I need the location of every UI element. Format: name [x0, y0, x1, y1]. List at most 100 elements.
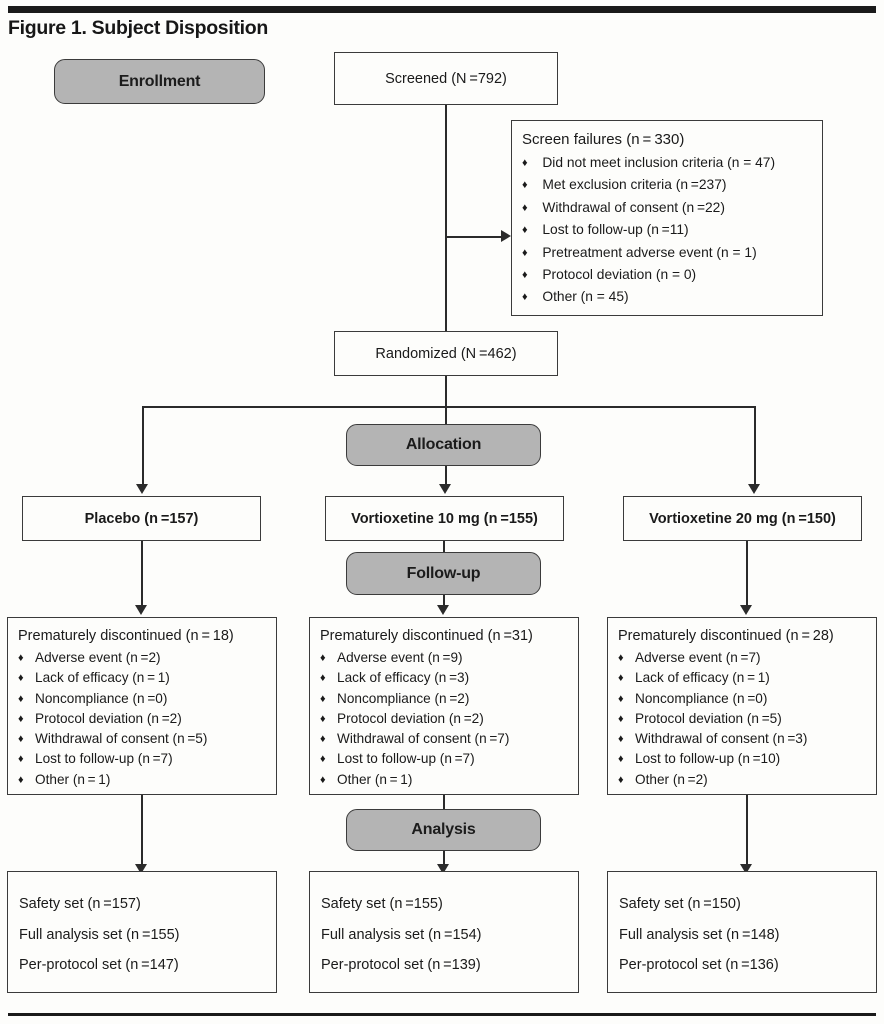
- list-item: ♦Protocol deviation (n = 0): [522, 264, 814, 286]
- stage-pill-allocation: Allocation: [346, 424, 541, 466]
- diamond-bullet-icon: ♦: [320, 753, 326, 766]
- connector-split-left-leg: [142, 406, 144, 486]
- list-item: ♦Pretreatment adverse event (n = 1): [522, 242, 814, 264]
- diamond-bullet-icon: ♦: [320, 712, 326, 725]
- diamond-bullet-icon: ♦: [320, 652, 326, 664]
- list-item: ♦Other (n = 1): [18, 770, 268, 790]
- safety-set-label: Safety set (n =150): [619, 896, 741, 912]
- list-item-label: Noncompliance (n =0): [35, 690, 168, 706]
- list-item-label: Other (n =2): [635, 771, 708, 787]
- list-item: ♦ Lost to follow-up (n =11): [522, 219, 814, 241]
- list-item-label: Adverse event (n =7): [635, 650, 761, 665]
- diamond-bullet-icon: ♦: [618, 773, 624, 786]
- stage-pill-analysis-label: Analysis: [411, 821, 476, 838]
- list-item: ♦Other (n = 45): [522, 286, 814, 308]
- list-item: ♦ Withdrawal of consent (n =5): [18, 729, 268, 749]
- list-item: ♦Withdrawal of consent (n =22): [522, 197, 814, 219]
- list-item-label: Lost to follow-up (n =7): [337, 751, 475, 767]
- diamond-bullet-icon: ♦: [18, 672, 24, 685]
- stage-pill-enrollment-label: Enrollment: [118, 72, 201, 90]
- connector-followup-to-discontinued: [443, 595, 445, 607]
- diamond-bullet-icon: ♦: [320, 692, 326, 705]
- arm-label: Vortioxetine 10 mg (n =155): [351, 510, 538, 527]
- list-item: ♦ Lack of efficacy (n = 1): [18, 668, 268, 688]
- list-item-label: Pretreatment adverse event (n = 1): [542, 244, 757, 260]
- arm-box-vortioxetine-10mg: Vortioxetine 10 mg (n =155): [325, 496, 564, 541]
- list-item: ♦ Lack of efficacy (n = 1): [618, 668, 868, 688]
- discontinued-list: ♦Adverse event (n =9) ♦Lack of efficacy …: [320, 648, 570, 790]
- diamond-bullet-icon: ♦: [522, 269, 528, 282]
- list-item-label: Lost to follow-up (n =7): [35, 751, 173, 767]
- safety-set-label: Safety set (n =155): [321, 896, 443, 912]
- discontinued-box-placebo: Prematurely discontinued (n = 18) ♦Adver…: [7, 617, 277, 795]
- list-item: ♦Withdrawal of consent (n =3): [618, 729, 868, 749]
- full-analysis-set-label: Full analysis set (n =155): [19, 926, 180, 943]
- list-item-label: Lack of efficacy (n = 1): [35, 670, 170, 686]
- list-item-label: Met exclusion criteria (n =237): [542, 177, 727, 193]
- list-item: ♦Adverse event (n =9): [320, 648, 570, 668]
- arrowhead-discontinued-vortioxetine-20mg: [740, 605, 752, 615]
- list-item-label: Lost to follow-up (n =11): [542, 222, 689, 238]
- connector-arm10-to-followup: [443, 541, 445, 552]
- diamond-bullet-icon: ♦: [522, 224, 528, 237]
- full-analysis-set-label: Full analysis set (n =148): [619, 926, 780, 943]
- list-item: ♦ Met exclusion criteria (n =237): [522, 174, 814, 196]
- arm-label: Placebo (n =157): [84, 510, 199, 527]
- diamond-bullet-icon: ♦: [320, 733, 326, 746]
- randomized-label: Randomized (N =462): [375, 345, 517, 362]
- connector-randomized-down: [445, 376, 447, 407]
- list-item: ♦ Lost to follow-up (n =7): [18, 749, 268, 769]
- diamond-bullet-icon: ♦: [320, 773, 326, 786]
- discontinued-header: Prematurely discontinued (n = 28): [618, 628, 834, 644]
- connector-placebo-to-discontinued: [141, 541, 143, 607]
- list-item-label: Lack of efficacy (n = 1): [635, 670, 770, 686]
- list-item-label: Other (n = 1): [35, 771, 111, 787]
- connector-analysis-pill-to-analysisset: [443, 851, 445, 867]
- analysis-set-box-placebo: Safety set (n =157) Full analysis set (n…: [7, 871, 277, 993]
- connector-allocation-split-bar: [142, 406, 756, 408]
- list-item: ♦Protocol deviation (n =2): [18, 709, 268, 729]
- connector-arm10-to-analysis-pill: [443, 795, 445, 809]
- full-analysis-set-label: Full analysis set (n =154): [321, 926, 482, 943]
- diamond-bullet-icon: ♦: [618, 692, 624, 705]
- list-item: ♦ Other (n =2): [618, 770, 868, 790]
- list-item-label: Adverse event (n =2): [35, 650, 161, 665]
- list-item-label: Other (n = 45): [542, 289, 629, 305]
- diamond-bullet-icon: ♦: [18, 753, 24, 766]
- diamond-bullet-icon: ♦: [522, 157, 528, 169]
- list-item-label: Withdrawal of consent (n =5): [35, 731, 208, 747]
- diamond-bullet-icon: ♦: [618, 652, 624, 664]
- stage-pill-followup: Follow-up: [346, 552, 541, 595]
- diamond-bullet-icon: ♦: [522, 201, 528, 214]
- bottom-divider-rule: [8, 1013, 876, 1016]
- analysis-set-box-vortioxetine-20mg: Safety set (n =150) Full analysis set (n…: [607, 871, 877, 993]
- list-item: ♦Withdrawal of consent (n =7): [320, 729, 570, 749]
- diamond-bullet-icon: ♦: [618, 753, 624, 766]
- connector-split-right-leg: [754, 406, 756, 486]
- per-protocol-set-label: Per-protocol set (n =139): [321, 957, 481, 973]
- discontinued-box-vortioxetine-20mg: Prematurely discontinued (n = 28) ♦ Adver…: [607, 617, 877, 795]
- diamond-bullet-icon: ♦: [618, 733, 624, 746]
- list-item: ♦Lack of efficacy (n =3): [320, 668, 570, 688]
- list-item: ♦ Other (n = 1): [320, 770, 570, 790]
- discontinued-list: ♦Adverse event (n =2) ♦Lack of efficacy …: [18, 648, 268, 790]
- screen-failures-box: Screen failures (n = 330) ♦Did not meet …: [511, 120, 823, 316]
- diamond-bullet-icon: ♦: [618, 672, 624, 685]
- list-item: ♦Protocol deviation (n =2): [320, 709, 570, 729]
- safety-set-label: Safety set (n =157): [19, 896, 141, 912]
- diamond-bullet-icon: ♦: [18, 733, 24, 746]
- arrowhead-analysisset-placebo: [135, 864, 147, 874]
- screen-failures-header: Screen failures (n = 330): [522, 131, 685, 148]
- arrowhead-screenfailures: [501, 230, 511, 242]
- arrowhead-arm-placebo: [136, 484, 148, 494]
- diamond-bullet-icon: ♦: [18, 692, 24, 705]
- arrowhead-discontinued-vortioxetine-10mg: [437, 605, 449, 615]
- diamond-bullet-icon: ♦: [522, 179, 528, 192]
- list-item-label: Other (n = 1): [337, 771, 413, 787]
- stage-pill-analysis: Analysis: [346, 809, 541, 851]
- arm-box-placebo: Placebo (n =157): [22, 496, 261, 541]
- stage-pill-allocation-label: Allocation: [405, 436, 482, 453]
- list-item: ♦Adverse event (n =2): [18, 648, 268, 668]
- connector-arm20-to-discontinued: [746, 541, 748, 607]
- list-item-label: Protocol deviation (n =2): [35, 710, 182, 726]
